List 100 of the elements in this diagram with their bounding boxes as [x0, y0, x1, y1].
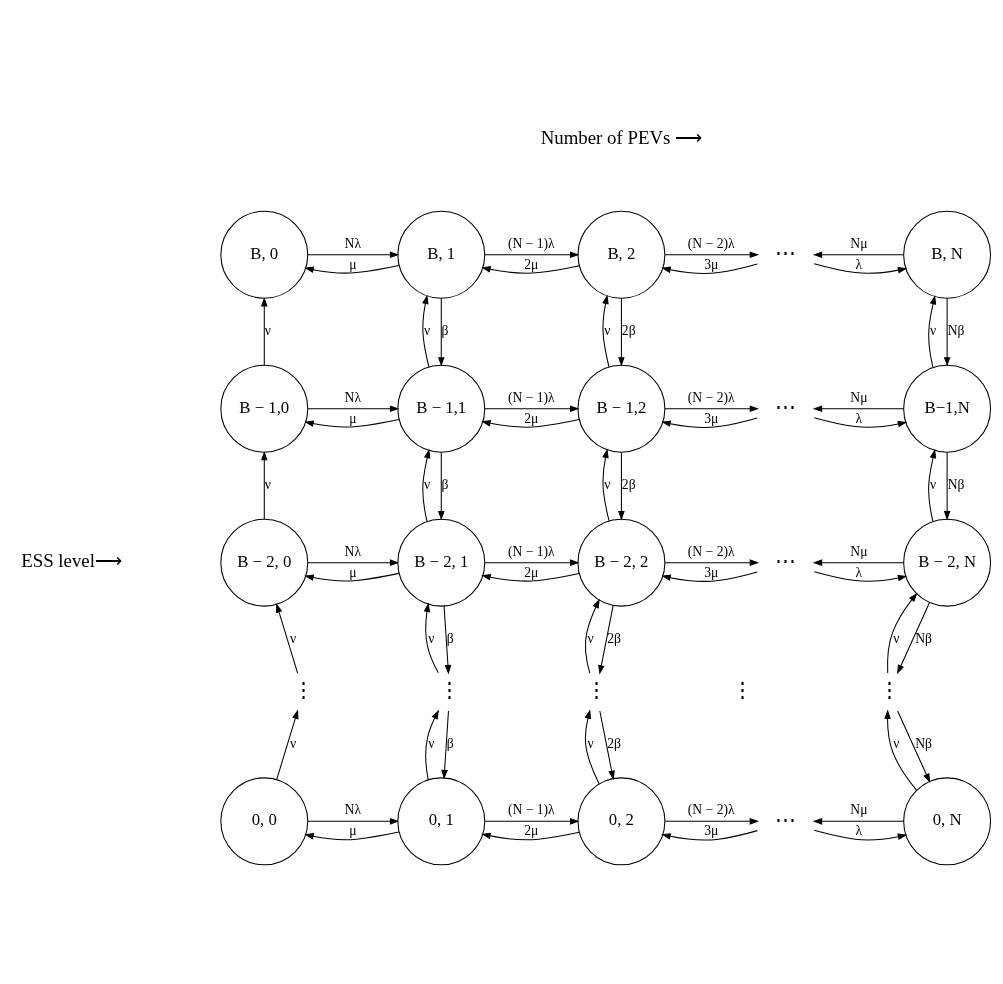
arrow [443, 605, 452, 674]
edge-label: 2μ [524, 564, 539, 580]
arrow [943, 297, 951, 367]
node-text: ⋮ [879, 677, 901, 702]
arrow [661, 263, 758, 274]
edge-label: Nμ [850, 235, 868, 251]
arrow [661, 570, 758, 582]
edge-label: ν [290, 735, 297, 751]
edge-label: 2β [607, 735, 621, 751]
arrow [425, 709, 439, 780]
node-text: ⋮ [439, 677, 461, 702]
edge-label: Nβ [947, 476, 965, 492]
arrow [897, 710, 931, 783]
edge-label: Nβ [947, 322, 965, 338]
arrow [260, 450, 268, 519]
arrow [664, 250, 760, 258]
arrow [275, 602, 299, 674]
arrow [422, 294, 430, 368]
edge-label: 2μ [524, 256, 539, 272]
edge-label: Nβ [915, 630, 932, 646]
arrow [598, 604, 614, 675]
node-text: ⋯ [775, 240, 797, 265]
arrow [884, 709, 918, 791]
arrow [812, 250, 904, 258]
edge-label: (N − 2)λ [687, 801, 735, 817]
node-circle: 0, 0 [220, 776, 309, 865]
node-circle: 0, N [903, 776, 992, 865]
node-text: ⋯ [775, 807, 797, 832]
label: ESS level⟶ [21, 549, 122, 571]
arrow [484, 250, 580, 258]
node-circle: 0, 1 [397, 776, 486, 865]
edge-label: μ [349, 256, 357, 272]
edge-label: Nβ [915, 735, 932, 751]
arrow [304, 264, 400, 274]
arrow [599, 710, 615, 780]
edge-label: 3μ [704, 410, 719, 426]
arrow [661, 829, 758, 841]
edge-label: ν [428, 735, 435, 751]
node-circle: B − 1,2 [577, 364, 666, 453]
edge-label: β [446, 630, 454, 646]
edge-label: 2μ [524, 410, 539, 426]
edge-label: (N − 1)λ [507, 235, 555, 251]
edge-label: 2μ [524, 822, 539, 838]
edge-label: ν [264, 322, 272, 338]
arrow [661, 416, 758, 428]
edge-label: β [441, 322, 449, 338]
arrow [812, 817, 904, 825]
arrow [438, 297, 445, 367]
edge-label: ν [264, 476, 272, 492]
edge-label: ν [929, 322, 937, 338]
arrow [276, 709, 299, 780]
node-circle: B − 1,1 [397, 364, 486, 453]
arrow [304, 418, 400, 428]
edge-label: (N − 2)λ [687, 235, 735, 251]
edge-label: 2β [621, 322, 636, 338]
edge-label: μ [349, 822, 357, 838]
edge-label: ν [424, 322, 431, 338]
edge-label: β [446, 735, 454, 751]
node-circle: B − 1,0 [220, 364, 309, 453]
arrow [664, 817, 760, 825]
edge-label: μ [349, 564, 357, 580]
arrow [260, 296, 268, 366]
edge-label: (N − 1)λ [507, 801, 555, 817]
node-circle: B, 1 [397, 210, 486, 299]
edge-label: 2β [621, 476, 636, 492]
edge-label: ν [893, 630, 900, 646]
arrow [304, 831, 400, 840]
arrow [813, 262, 908, 274]
arrow [813, 570, 908, 582]
arrow [481, 572, 580, 582]
edge-label: ν [893, 735, 900, 751]
edge-label: Nμ [850, 389, 868, 405]
edge-label: ν [587, 735, 594, 751]
arrow [928, 294, 937, 368]
node-text: ⋮ [585, 677, 607, 702]
arrow [897, 601, 931, 674]
arrow [307, 250, 400, 258]
edge-label: β [441, 476, 449, 492]
label: Number of PEVs ⟶ [540, 126, 703, 148]
arrow [304, 572, 400, 582]
node-circle: B, 2 [577, 210, 666, 299]
node-circle: B − 2, 0 [220, 518, 309, 607]
arrow [307, 404, 400, 412]
node-circle: 0, 2 [577, 776, 666, 865]
edge-label: (N − 1)λ [507, 543, 555, 559]
edge-label: (N − 1)λ [507, 389, 555, 405]
edge-label: ν [604, 476, 611, 492]
edge-label: 3μ [704, 564, 719, 580]
edge-label: Nμ [850, 543, 868, 559]
arrow [484, 404, 580, 412]
label: ⋮ [732, 677, 754, 702]
edge-label: λ [855, 410, 863, 426]
arrow [423, 602, 439, 673]
arrow [602, 294, 610, 368]
arrow [438, 451, 445, 521]
edge-label: ν [428, 630, 435, 646]
node-text: ⋯ [775, 548, 797, 573]
arrow [307, 817, 400, 825]
arrow [664, 558, 760, 566]
edge-label: (N − 2)λ [687, 543, 735, 559]
